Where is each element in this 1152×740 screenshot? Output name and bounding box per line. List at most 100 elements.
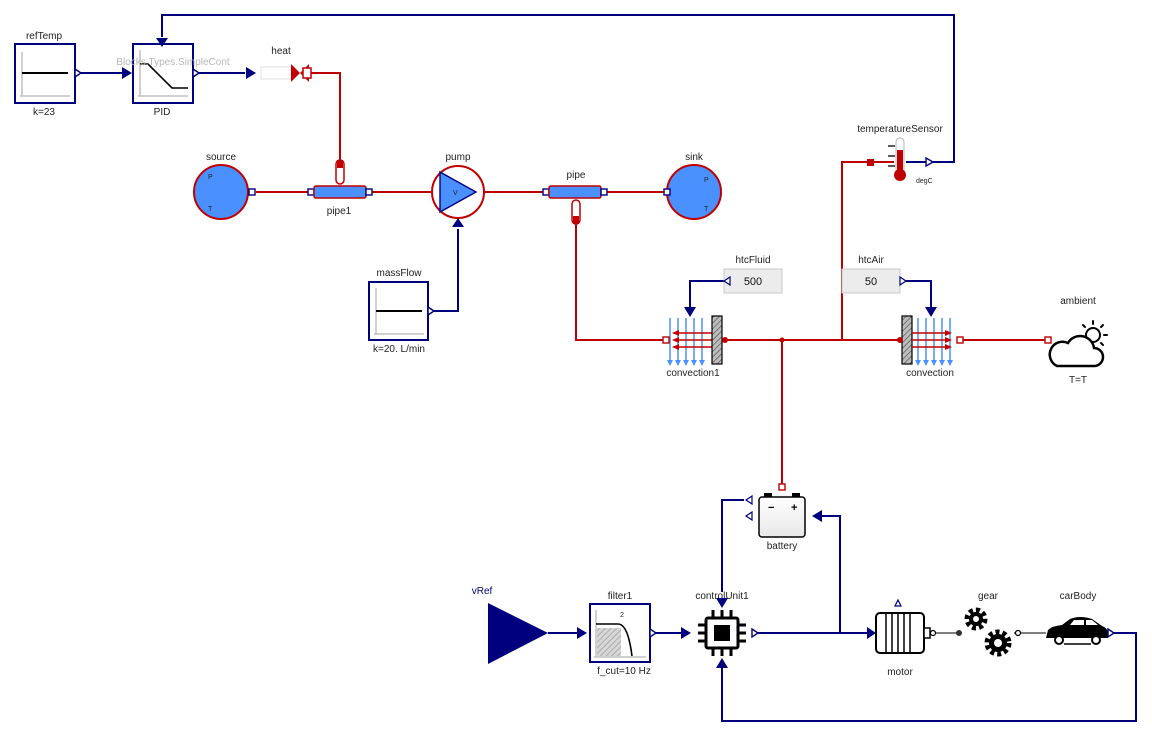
convection-fluid-port[interactable] [956, 336, 964, 344]
source-block[interactable]: source P T [193, 152, 256, 220]
heat-block[interactable]: heat [246, 46, 312, 82]
pipe1-block[interactable]: pipe1 [307, 159, 373, 217]
convection1-fluid-port[interactable] [662, 336, 670, 344]
pump-name: pump [445, 152, 470, 163]
temperature-sensor-block[interactable]: temperatureSensor degC [857, 124, 943, 185]
pid-input-port[interactable] [122, 67, 132, 79]
convection1-name: convection1 [666, 368, 720, 379]
filter1-order: 2 [620, 612, 624, 619]
pid-name: PID [154, 107, 171, 118]
pipe-block[interactable]: pipe [542, 170, 608, 225]
wire-sensor-feedback[interactable] [161, 14, 955, 163]
wire-massflow-pump[interactable] [431, 229, 459, 312]
chip-icon [698, 610, 746, 656]
signal-connections [76, 14, 1137, 722]
temperature-sensor-port[interactable] [867, 159, 874, 166]
filter1-output-port[interactable] [649, 627, 658, 639]
reftemp-name: refTemp [26, 31, 63, 42]
wire-pipe-conv1[interactable] [575, 222, 664, 341]
ambient-port[interactable] [1044, 336, 1052, 344]
sink-port[interactable] [663, 188, 671, 196]
ambient-name: ambient [1060, 296, 1096, 307]
gear-block[interactable]: gear [964, 591, 1046, 657]
htcfluid-value: 500 [744, 276, 762, 288]
pid-ghost-label: Blocks.Types.SimpleCont [116, 57, 230, 68]
htcair-name: htcAir [858, 255, 884, 266]
vref-name: vRef [472, 586, 493, 597]
temperature-sensor-unit: degC [916, 178, 933, 185]
massflow-output-port[interactable] [427, 305, 436, 317]
carbody-name: carBody [1060, 591, 1097, 602]
vref-block[interactable]: vRef [472, 586, 548, 664]
battery-signal-port-2[interactable] [744, 510, 753, 522]
reftemp-block[interactable]: refTemp k=23 [14, 31, 83, 118]
battery-plus: + [791, 502, 797, 514]
controlunit1-input-port[interactable] [681, 627, 691, 639]
wire-heat-pipe1[interactable] [311, 72, 341, 160]
reftemp-param: k=23 [33, 107, 55, 118]
ambient-block[interactable]: ambient T=T [1044, 296, 1108, 386]
temperature-sensor-name: temperatureSensor [857, 124, 943, 135]
pump-block[interactable]: pump V [431, 152, 485, 227]
motor-name: motor [887, 667, 913, 678]
reftemp-output-port[interactable] [74, 67, 83, 79]
pid-feedback-port[interactable] [156, 38, 168, 47]
controlunit1-block[interactable]: controlUnit1 [681, 591, 760, 668]
motor-block[interactable]: motor [867, 598, 962, 678]
wire-htcair-conv[interactable] [901, 280, 932, 311]
wire-htcfluid-conv1[interactable] [689, 280, 724, 311]
massflow-param: k=20. L/min [373, 344, 425, 355]
battery-name: battery [767, 541, 798, 552]
battery-heat-port[interactable] [778, 483, 786, 491]
pid-output-port[interactable] [192, 67, 201, 79]
controlunit1-top-port[interactable] [716, 598, 728, 608]
sink-port-t: T [704, 206, 709, 213]
sink-name: sink [685, 152, 704, 163]
motor-icon [875, 612, 931, 654]
carbody-output-port[interactable] [1107, 627, 1116, 639]
heat-port[interactable] [302, 67, 312, 79]
controlunit1-bottom-port[interactable] [716, 658, 728, 668]
source-port[interactable] [248, 188, 256, 196]
controlunit1-name: controlUnit1 [695, 591, 749, 602]
convection-name: convection [906, 368, 954, 379]
convection-block[interactable]: convection [897, 307, 964, 379]
htcair-value: 50 [865, 276, 877, 288]
pump-input-port[interactable] [452, 218, 464, 227]
ambient-param: T=T [1069, 375, 1087, 386]
pid-block[interactable]: Blocks.Types.SimpleCont PID [116, 38, 230, 118]
wire-battery-control[interactable] [721, 499, 744, 598]
cloud-sun-icon [1048, 320, 1108, 368]
gear-icon [964, 607, 1012, 657]
sink-port-p: P [704, 177, 709, 184]
heat-name: heat [271, 46, 291, 57]
convection1-solid-port[interactable] [722, 337, 728, 343]
controlunit1-output-port[interactable] [751, 627, 760, 639]
battery-minus: − [768, 502, 774, 514]
htcfluid-name: htcFluid [735, 255, 770, 266]
sink-block[interactable]: sink P T [663, 152, 722, 220]
carbody-block[interactable]: carBody [1046, 591, 1116, 645]
convection-solid-port[interactable] [897, 337, 903, 343]
car-icon [1046, 617, 1108, 645]
source-name: source [206, 152, 236, 163]
filter1-block[interactable]: filter1 2 f_cut=10 Hz [577, 591, 658, 677]
gear-name: gear [978, 591, 999, 602]
battery-input-port[interactable] [812, 510, 822, 522]
wire-motor-battery[interactable] [822, 515, 841, 633]
wire-sensor-bus[interactable] [841, 161, 868, 340]
massflow-block[interactable]: massFlow k=20. L/min [368, 268, 436, 355]
temperature-sensor-output-port[interactable] [925, 156, 935, 168]
source-port-t: T [208, 206, 213, 213]
heat-connections [256, 72, 1046, 484]
heat-input-port[interactable] [246, 67, 256, 79]
filter1-input-port[interactable] [577, 627, 587, 639]
battery-block[interactable]: − + battery [744, 483, 822, 552]
htcfluid-block[interactable]: htcFluid 500 [722, 255, 783, 294]
htcair-block[interactable]: htcAir 50 [841, 255, 908, 294]
wire-carbody-control[interactable] [721, 632, 1137, 722]
convection1-block[interactable]: convection1 [662, 307, 728, 379]
motor-input-port[interactable] [867, 627, 876, 639]
battery-signal-port-1[interactable] [744, 494, 753, 506]
